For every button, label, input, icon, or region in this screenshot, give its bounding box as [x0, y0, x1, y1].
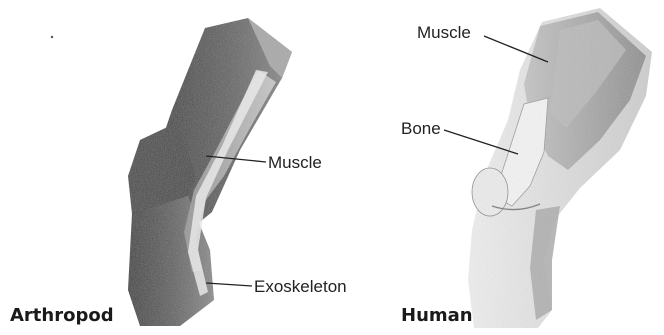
speck-mark: [51, 36, 53, 38]
human-leg-illustration: [468, 8, 652, 328]
human-bone-label: Bone: [401, 120, 441, 137]
arthropod-muscle-label: Muscle: [268, 154, 322, 171]
arthropod-exoskeleton-label: Exoskeleton: [254, 278, 347, 295]
arthropod-exoskeleton-leader: [206, 283, 252, 286]
human-caption: Human: [401, 307, 473, 325]
human-muscle-label: Muscle: [417, 24, 471, 41]
arthropod-caption: Arthropod: [10, 307, 114, 325]
